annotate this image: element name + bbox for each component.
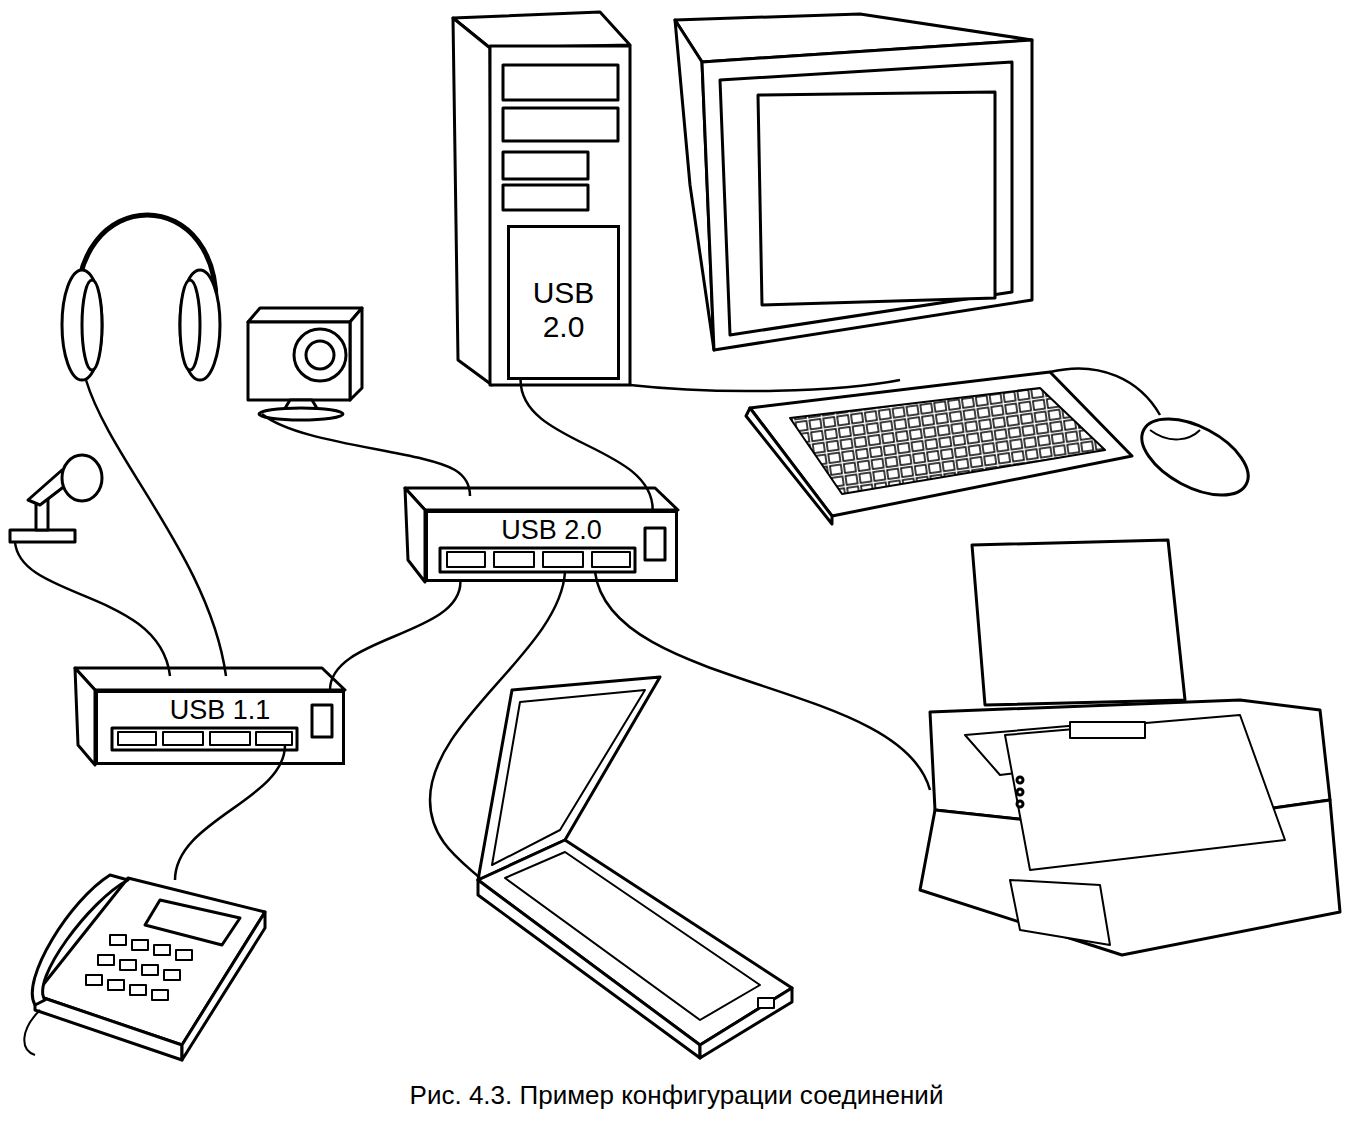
keyboard [746,372,1132,524]
speaker [248,308,362,420]
usb-hub [405,488,678,582]
node-label: USB 1.1 [106,695,334,725]
printer [920,540,1340,955]
node-label: USB 2.0 [520,276,607,343]
usb-cable [521,380,653,510]
scanner [478,677,792,1058]
microphone [10,455,102,542]
monitor [675,14,1032,350]
node-label: USB 2.0 [436,515,667,545]
cable [15,369,1160,880]
figure-caption: Рис. 4.3. Пример конфигурации соединений [0,1080,1353,1111]
system-unit [453,12,630,385]
usb-hub-front: USB 2.0 [425,510,678,582]
mouse [1130,403,1261,510]
telephone [24,875,265,1060]
headphones [62,215,220,380]
usb-hub [75,668,345,765]
usb-cable [330,582,460,690]
usb-panel: USB 2.0 [507,225,620,380]
usb-hub-front: USB 1.1 [95,690,345,765]
